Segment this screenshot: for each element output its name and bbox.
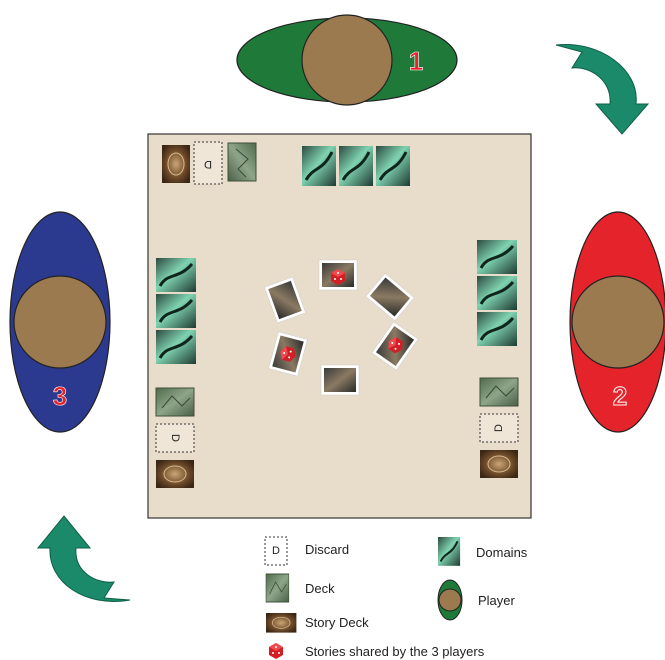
player-3-number: 3 (53, 381, 67, 411)
player-1-story-deck (162, 145, 190, 183)
shared-story-4 (321, 365, 359, 395)
player-3-circle (14, 276, 106, 368)
player-3-deck (156, 388, 194, 416)
turn-arrow-top-right-icon (556, 44, 648, 134)
turn-arrow-bottom-left-icon (38, 516, 130, 601)
player-1-domain-1 (302, 146, 336, 186)
player-3-token: 3 (10, 212, 110, 432)
legend-player-label: Player (478, 593, 515, 608)
shared-story-1 (319, 260, 357, 290)
legend-player-circle (439, 589, 461, 611)
legend-domains-label: Domains (476, 545, 527, 560)
legend-deck-label: Deck (305, 581, 335, 596)
legend-stories-label: Stories shared by the 3 players (305, 644, 484, 659)
game-board (148, 134, 531, 518)
player-3-story-deck (156, 460, 194, 488)
player-2-story-deck (480, 450, 518, 478)
player-2-domain-2 (477, 276, 517, 310)
player-1-deck (228, 143, 256, 181)
legend-story-deck-label: Story Deck (305, 615, 369, 630)
player-3-discard-label: D (169, 434, 181, 442)
player-2-token: 2 (570, 212, 665, 432)
legend-deck-swatch (266, 574, 289, 602)
legend-discard-swatch-label: D (272, 545, 280, 557)
legend: D (265, 537, 462, 659)
player-2-domain-1 (477, 240, 517, 274)
player-1-discard-label: D (204, 158, 212, 170)
player-1-number: 1 (409, 46, 423, 76)
player-3-domain-2 (156, 294, 196, 328)
legend-discard-label: Discard (305, 542, 349, 557)
player-2-number: 2 (613, 381, 627, 411)
legend-die-icon (269, 643, 283, 659)
player-2-discard-label: D (493, 424, 505, 432)
player-2-circle (572, 276, 664, 368)
player-1-domain-2 (339, 146, 373, 186)
player-1-token: 1 (237, 15, 457, 105)
legend-story-deck-swatch (266, 613, 296, 633)
player-1-domain-3 (376, 146, 410, 186)
player-3-domain-1 (156, 258, 196, 292)
player-3-domain-3 (156, 330, 196, 364)
player-2-domain-3 (477, 312, 517, 346)
player-2-deck (480, 378, 518, 406)
player-1-circle (302, 15, 392, 105)
legend-domains-swatch (438, 537, 460, 566)
